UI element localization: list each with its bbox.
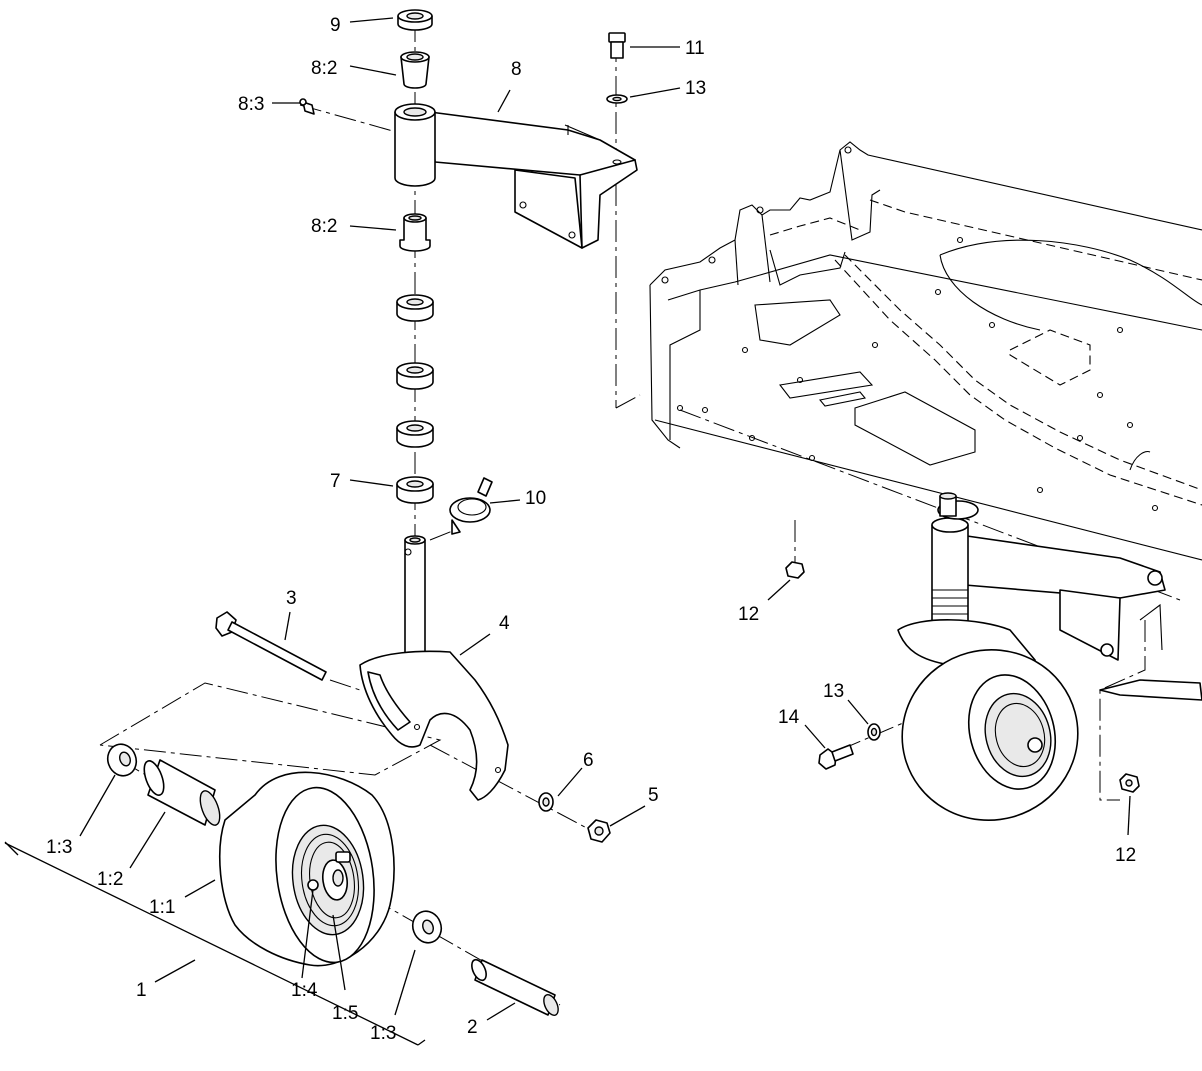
mower-deck-frame [649, 141, 1202, 561]
callout-1-1: 1:1 [149, 897, 175, 918]
callout-13-right: 13 [823, 681, 844, 702]
bolt-11 [608, 32, 626, 59]
assembly-bracket [4, 841, 426, 1046]
callout-1-2: 1:2 [97, 869, 123, 890]
assembled-caster [785, 492, 1202, 822]
leader-lines [79, 17, 1131, 1021]
callout-labels: 9 8:2 8 8:3 11 13 8:2 7 10 3 4 12 6 5 13… [46, 15, 1136, 1044]
callout-8-3: 8:3 [238, 94, 264, 115]
wheel-bearing-right [411, 910, 443, 944]
callout-8: 8 [511, 59, 522, 80]
caster-mounting-arm [394, 103, 638, 249]
axle-spacer-tube [471, 958, 559, 1016]
tire [219, 771, 395, 967]
wheel-assembly [106, 743, 443, 967]
wheel-bearing-left [106, 743, 138, 777]
spacer-3 [396, 420, 434, 448]
washer-13-right [867, 723, 881, 741]
hairpin-clip [449, 477, 493, 535]
callout-14: 14 [778, 707, 800, 728]
washer-13-top [606, 94, 628, 104]
callout-10: 10 [525, 488, 546, 509]
nut-12-mid [785, 561, 805, 579]
washer-6 [538, 792, 554, 812]
callout-7: 7 [330, 471, 341, 492]
callout-1-3-left: 1:3 [46, 837, 72, 858]
callout-12-mid: 12 [738, 604, 759, 625]
spacer-tube [143, 759, 221, 826]
callout-12-right: 12 [1115, 845, 1136, 866]
callout-1-4: 1:4 [291, 980, 318, 1001]
bolt-14 [818, 744, 854, 770]
callout-2: 2 [467, 1017, 478, 1038]
spacer-1 [396, 294, 434, 322]
callout-11: 11 [685, 38, 705, 59]
callout-6: 6 [583, 750, 594, 771]
callout-8-2-bottom: 8:2 [311, 216, 337, 237]
callout-1-3-bottom: 1:3 [370, 1023, 396, 1044]
callout-13-top: 13 [685, 78, 706, 99]
spacer-2 [396, 362, 434, 390]
axle-bolt [215, 611, 327, 681]
nut-12-right [1119, 773, 1140, 793]
grease-fitting [299, 98, 315, 115]
callout-4: 4 [499, 613, 510, 634]
callout-5: 5 [648, 785, 659, 806]
caster-fork [359, 535, 509, 801]
bushing-and-spacer-stack [299, 9, 628, 535]
callout-1-5: 1:5 [332, 1003, 358, 1024]
callout-9: 9 [330, 15, 341, 36]
callout-1: 1 [136, 980, 147, 1001]
callout-3: 3 [286, 588, 297, 609]
callout-8-2-top: 8:2 [311, 58, 337, 79]
spacer-7 [396, 476, 434, 504]
nut-5 [587, 819, 611, 843]
